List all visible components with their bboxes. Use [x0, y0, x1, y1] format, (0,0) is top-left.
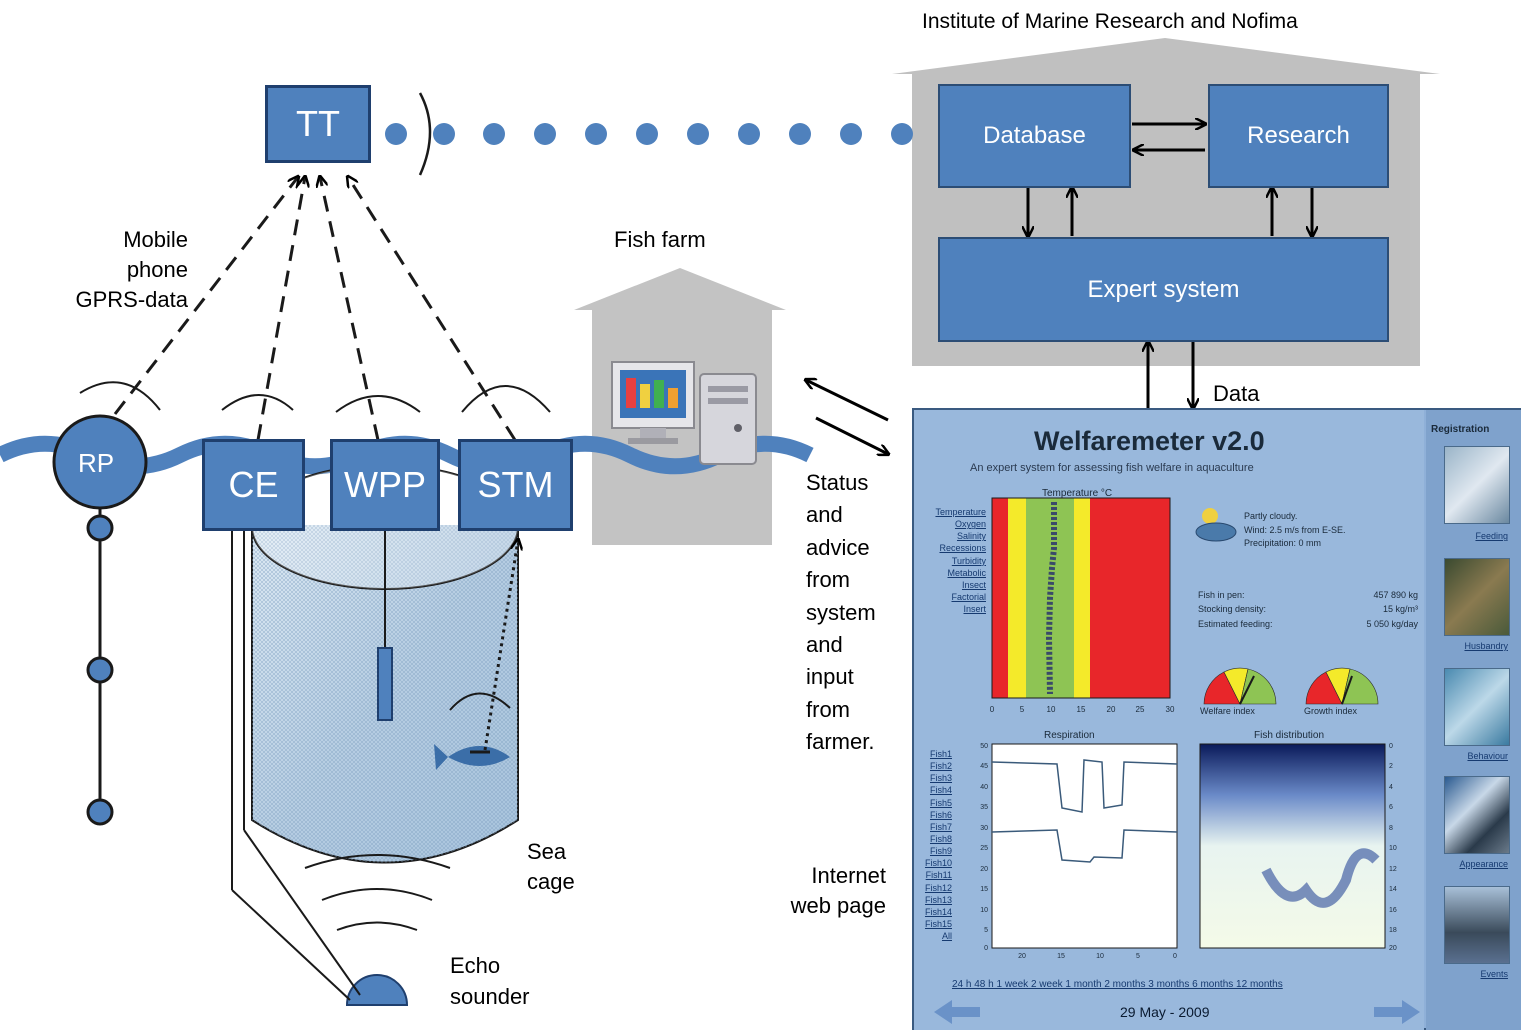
fish-distribution-chart: 0 2 4 6 8 10 12 14 16 18 20 — [1199, 743, 1397, 952]
svg-text:15: 15 — [1057, 953, 1065, 960]
stm-box: STM — [458, 439, 573, 531]
svg-text:20: 20 — [1018, 953, 1026, 960]
svg-text:50: 50 — [980, 743, 988, 750]
date-display: 29 May - 2009 — [1120, 1004, 1210, 1020]
reg-thumb-feeding[interactable] — [1444, 446, 1510, 524]
sensor-probe — [377, 647, 393, 721]
svg-text:45: 45 — [980, 763, 988, 770]
respiration-chart: 50 45 40 35 30 25 20 15 10 5 0 20 15 10 … — [980, 743, 1178, 960]
reg-husbandry[interactable]: Husbandry — [1464, 641, 1508, 651]
svg-text:0: 0 — [990, 705, 995, 714]
institute-title: Institute of Marine Research and Nofima — [922, 10, 1298, 33]
svg-text:6: 6 — [1389, 804, 1393, 811]
welfaremeter-panel: Welfaremeter v2.0 An expert system for a… — [912, 408, 1521, 1030]
svg-text:20: 20 — [980, 866, 988, 873]
rp-label: RP — [78, 448, 115, 478]
temp-x-ticks: 0 5 10 15 20 25 30 — [990, 705, 1175, 714]
wm-registration: Registration — [1431, 424, 1490, 435]
echo-label-2: sounder — [450, 984, 530, 1009]
timeline-links[interactable]: 24 h 48 h 1 week 2 week 1 month 2 months… — [952, 979, 1283, 990]
fish-icon — [434, 744, 510, 770]
status-text: Status and advice from system and input … — [806, 470, 876, 755]
cloud-icon — [1195, 508, 1237, 542]
svg-text:0: 0 — [984, 945, 988, 952]
fish-farm-title: Fish farm — [614, 227, 706, 252]
research-box: Research — [1208, 84, 1389, 188]
echo-label-1: Echo — [450, 953, 501, 978]
svg-text:15: 15 — [1077, 705, 1086, 714]
svg-text:25: 25 — [980, 845, 988, 852]
reg-thumb-appearance[interactable] — [1444, 776, 1510, 854]
sea-cage-label-2: cage — [527, 869, 575, 894]
computer-icon — [611, 361, 757, 465]
sea-cage-label-1: Sea — [527, 839, 567, 864]
rp-buoy — [52, 414, 148, 510]
reg-thumb-husbandry[interactable] — [1444, 558, 1510, 636]
svg-text:30: 30 — [1166, 705, 1175, 714]
expert-system-box: Expert system — [938, 237, 1389, 342]
svg-text:5: 5 — [1136, 953, 1140, 960]
ce-box: CE — [202, 439, 305, 531]
internet-label-1: Internet — [811, 863, 886, 888]
reg-events[interactable]: Events — [1480, 969, 1508, 979]
svg-text:2: 2 — [1389, 763, 1393, 770]
svg-text:0: 0 — [1389, 743, 1393, 750]
svg-text:20: 20 — [1389, 945, 1397, 952]
reg-thumb-behaviour[interactable] — [1444, 668, 1510, 746]
growth-index-label: Growth index — [1304, 706, 1358, 716]
distribution-title: Fish distribution — [1254, 730, 1325, 741]
svg-text:40: 40 — [980, 784, 988, 791]
svg-text:12: 12 — [1389, 866, 1397, 873]
wm-title: Welfaremeter v2.0 — [1034, 426, 1265, 456]
svg-text:35: 35 — [980, 804, 988, 811]
svg-text:10: 10 — [1096, 953, 1104, 960]
welfare-index-label: Welfare index — [1200, 706, 1255, 716]
svg-text:8: 8 — [1389, 825, 1393, 832]
reg-feeding[interactable]: Feeding — [1475, 531, 1508, 541]
internet-label-2: web page — [790, 893, 886, 918]
respiration-title: Respiration — [1044, 730, 1095, 741]
svg-text:15: 15 — [980, 886, 988, 893]
data-label: Data — [1213, 381, 1260, 406]
growth-gauge — [1305, 667, 1379, 705]
reg-thumb-events[interactable] — [1444, 886, 1510, 964]
svg-text:20: 20 — [1107, 705, 1116, 714]
database-box: Database — [938, 84, 1131, 188]
mobile-label-3: GPRS-data — [75, 287, 189, 312]
weather-info: Partly cloudy. Wind: 2.5 m/s from E-SE. … — [1244, 511, 1346, 548]
next-arrow-icon[interactable] — [1372, 998, 1422, 1026]
fish-list: Fish1 Fish2 Fish3 Fish4 Fish5 Fish6 Fish… — [924, 749, 952, 942]
mobile-label-1: Mobile — [123, 227, 188, 252]
mobile-label-2: phone — [126, 257, 188, 282]
echo-sounder — [345, 974, 409, 1006]
tt-box: TT — [265, 85, 371, 163]
svg-text:10: 10 — [1047, 705, 1056, 714]
temperature-chart: 0 5 10 15 20 25 30 — [990, 497, 1175, 714]
svg-text:0: 0 — [1173, 953, 1177, 960]
wm-subtitle: An expert system for assessing fish welf… — [970, 462, 1254, 474]
svg-text:30: 30 — [980, 825, 988, 832]
temp-title: Temperature °C — [1042, 488, 1113, 499]
svg-text:16: 16 — [1389, 907, 1397, 914]
svg-text:18: 18 — [1389, 927, 1397, 934]
reg-appearance[interactable]: Appearance — [1459, 859, 1508, 869]
svg-text:4: 4 — [1389, 784, 1393, 791]
param-list: Temperature Oxygen Salinity Recessions T… — [935, 507, 986, 615]
svg-text:10: 10 — [980, 907, 988, 914]
svg-text:5: 5 — [984, 927, 988, 934]
svg-text:25: 25 — [1136, 705, 1145, 714]
prev-arrow-icon[interactable] — [932, 998, 982, 1026]
svg-text:10: 10 — [1389, 845, 1397, 852]
svg-text:14: 14 — [1389, 886, 1397, 893]
fish-stats: Fish in pen:457 890 kg Stocking density:… — [1198, 590, 1418, 629]
reg-behaviour[interactable]: Behaviour — [1467, 751, 1508, 761]
wpp-box: WPP — [330, 439, 440, 531]
svg-text:5: 5 — [1020, 705, 1025, 714]
welfare-gauge — [1203, 667, 1277, 705]
